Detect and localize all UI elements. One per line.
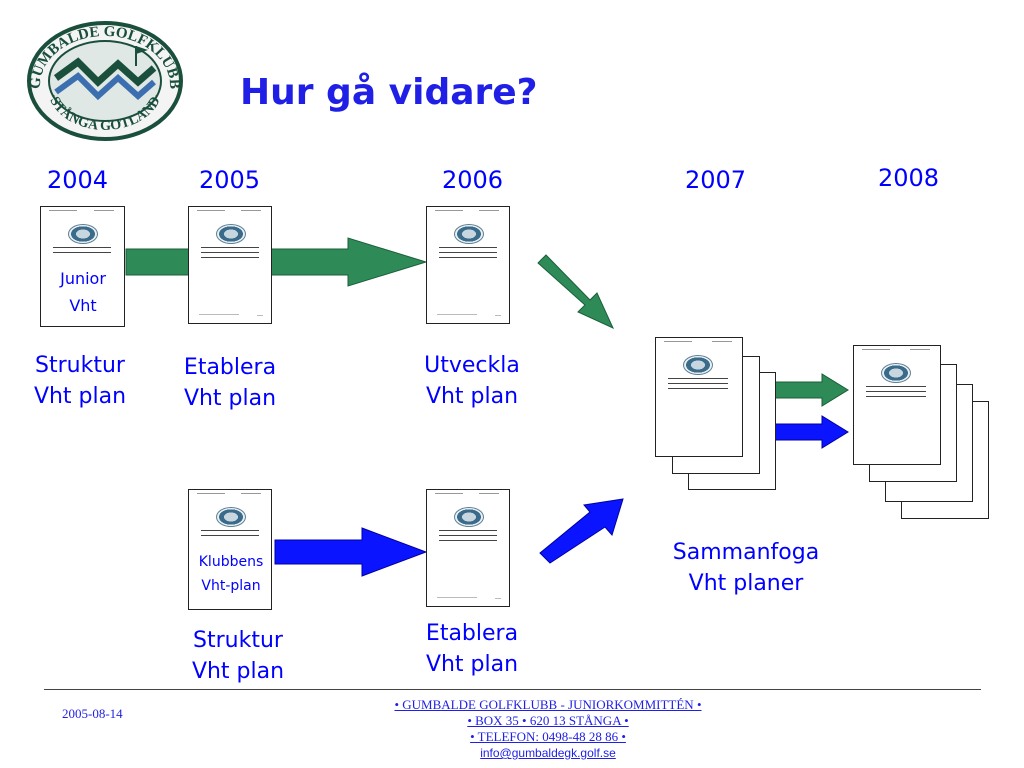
emblem-icon xyxy=(454,507,484,527)
year-2004: 2004 xyxy=(47,166,109,194)
footer-line-1[interactable]: • GUMBALDE GOLFKLUBB - JUNIORKOMMITTÉN • xyxy=(394,697,702,712)
caption-sammanfoga: Sammanfoga Vht planer xyxy=(672,540,820,596)
blue-arrow-to-merge xyxy=(539,498,624,564)
footer-address: • GUMBALDE GOLFKLUBB - JUNIORKOMMITTÉN •… xyxy=(300,697,796,761)
club-label: Klubbens Vht-plan xyxy=(198,554,264,594)
stack-2008-doc-1 xyxy=(853,345,941,465)
club-logo: GUMBALDE GOLFKLUBB ·STÅNGA GOTLAND· xyxy=(26,20,184,142)
caption-etablera-top: Etablera Vht plan xyxy=(183,355,277,411)
document-2005 xyxy=(188,206,272,324)
document-bottom-2006 xyxy=(426,489,510,607)
junior-label: Junior Vht xyxy=(60,269,106,315)
year-2007: 2007 xyxy=(685,166,747,194)
green-arrow-2004-2006 xyxy=(125,237,428,287)
emblem-icon xyxy=(683,355,713,375)
emblem-icon xyxy=(216,224,246,244)
year-2008: 2008 xyxy=(878,164,940,192)
footer-date: 2005-08-14 xyxy=(62,706,123,721)
green-arrow-to-merge xyxy=(537,254,615,330)
document-2006 xyxy=(426,206,510,324)
caption-struktur-bottom: Struktur Vht plan xyxy=(191,628,285,684)
stack-2007-doc-1 xyxy=(655,337,743,457)
footer-line-3[interactable]: • TELEFON: 0498-48 28 86 • xyxy=(470,729,626,744)
caption-utveckla: Utveckla Vht plan xyxy=(424,353,520,409)
emblem-icon xyxy=(881,363,911,383)
emblem-icon xyxy=(68,224,98,244)
blue-arrow-bottom xyxy=(274,527,428,577)
caption-etablera-bottom: Etablera Vht plan xyxy=(425,621,519,677)
document-2004: Junior Vht xyxy=(40,206,125,327)
footer-line-2[interactable]: • BOX 35 • 620 13 STÅNGA • xyxy=(467,713,629,728)
footer-divider xyxy=(44,689,981,690)
page-title: Hur gå vidare? xyxy=(240,72,538,113)
year-2005: 2005 xyxy=(199,166,261,194)
emblem-icon xyxy=(216,507,246,527)
year-2006: 2006 xyxy=(442,166,504,194)
caption-struktur-top: Struktur Vht plan xyxy=(33,353,127,409)
footer-email-link[interactable]: info@gumbaldegk.golf.se xyxy=(480,746,616,760)
emblem-icon xyxy=(454,224,484,244)
document-club-plan: Klubbens Vht-plan xyxy=(188,489,272,610)
logo-emblem-icon: GUMBALDE GOLFKLUBB ·STÅNGA GOTLAND· xyxy=(27,21,183,141)
